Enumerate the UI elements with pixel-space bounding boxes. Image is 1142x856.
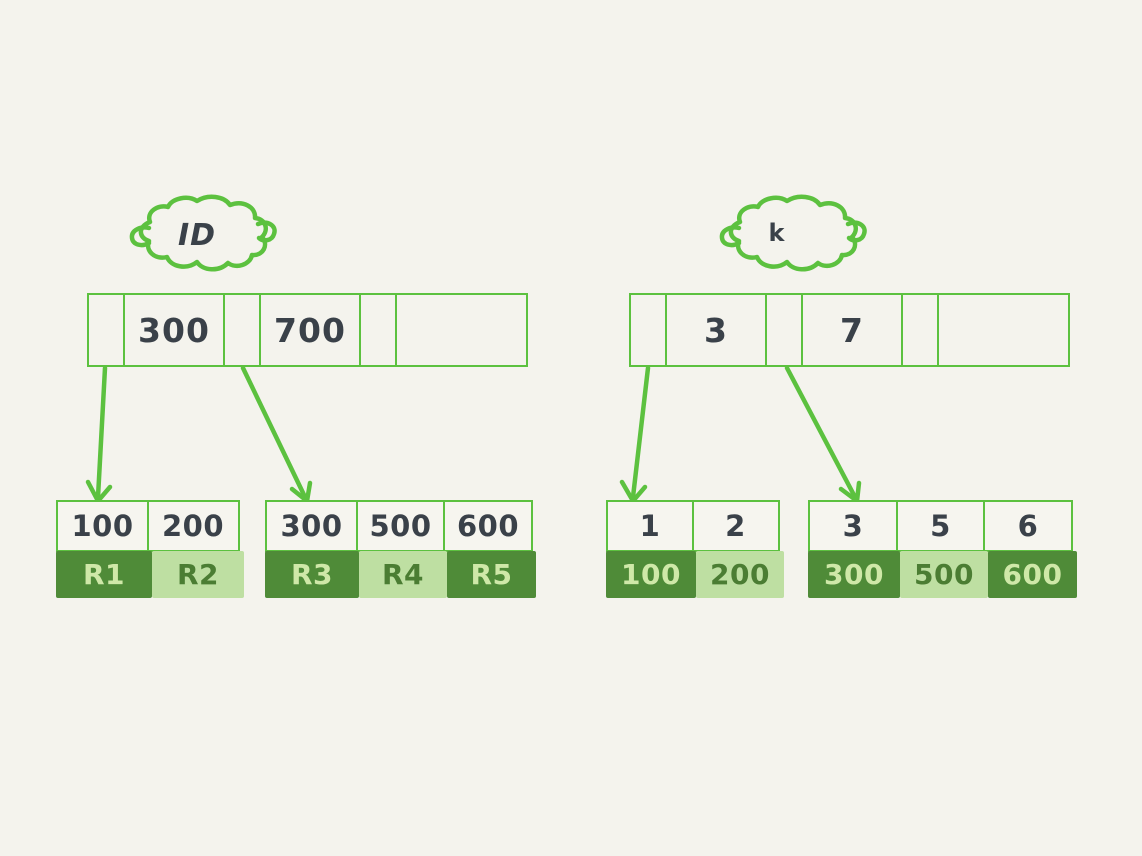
arrow-k-ptr1-head <box>619 479 648 504</box>
root-id-pointer-1[interactable] <box>223 293 261 367</box>
cloud-label-k: k <box>768 219 786 247</box>
leaf-k-1-value-1[interactable]: 200 <box>696 551 784 598</box>
leaf-k-2-values: 300 500 600 <box>808 551 1077 598</box>
leaf-k-1-key-0[interactable]: 1 <box>606 500 694 552</box>
leaf-id-2-values: R3 R4 R5 <box>265 551 536 598</box>
leaf-k-1-key-1[interactable]: 2 <box>691 500 780 552</box>
root-k-pointer-1[interactable] <box>765 293 803 367</box>
leaf-id-2-key-1[interactable]: 500 <box>355 500 446 552</box>
leaf-node-k-1[interactable]: 1 2 100 200 <box>606 500 784 598</box>
leaf-k-2-value-0[interactable]: 300 <box>808 551 900 598</box>
leaf-id-2-key-2[interactable]: 600 <box>443 500 533 552</box>
leaf-id-1-keys: 100 200 <box>56 500 244 552</box>
cloud-label-id: ID <box>177 218 217 253</box>
cloud-bump-id-right <box>255 220 277 243</box>
arrow-id-ptr1 <box>95 365 108 500</box>
leaf-id-2-value-0[interactable]: R3 <box>265 551 359 598</box>
leaf-node-k-2[interactable]: 3 5 6 300 500 600 <box>808 500 1077 598</box>
cloud-bump-k-right <box>845 220 867 243</box>
arrow-id-ptr1-head <box>85 479 113 504</box>
root-node-id[interactable]: 300 700 <box>87 293 528 367</box>
leaf-id-2-keys: 300 500 600 <box>265 500 536 552</box>
leaf-k-1-keys: 1 2 <box>606 500 784 552</box>
root-k-pointer-2[interactable] <box>901 293 939 367</box>
root-node-k[interactable]: 3 7 <box>629 293 1070 367</box>
arrow-id-ptr2-head <box>289 480 313 504</box>
root-id-key-0[interactable]: 300 <box>122 293 226 367</box>
leaf-node-id-1[interactable]: 100 200 R1 R2 <box>56 500 244 598</box>
leaf-id-1-value-0[interactable]: R1 <box>56 551 152 598</box>
leaf-k-2-keys: 3 5 6 <box>808 500 1077 552</box>
leaf-k-2-key-0[interactable]: 3 <box>808 500 898 552</box>
root-id-pointer-0[interactable] <box>87 293 125 367</box>
leaf-id-1-key-1[interactable]: 200 <box>146 500 240 552</box>
root-k-key-0[interactable]: 3 <box>664 293 768 367</box>
leaf-k-2-key-2[interactable]: 6 <box>983 500 1073 552</box>
leaf-id-2-value-1[interactable]: R4 <box>359 551 447 598</box>
leaf-id-2-key-0[interactable]: 300 <box>265 500 358 552</box>
arrow-k-ptr1 <box>630 365 651 500</box>
root-k-key-2-empty[interactable] <box>936 293 1070 367</box>
leaf-id-1-key-0[interactable]: 100 <box>56 500 149 552</box>
leaf-node-id-2[interactable]: 300 500 600 R3 R4 R5 <box>265 500 536 598</box>
leaf-k-1-values: 100 200 <box>606 551 784 598</box>
root-k-pointer-0[interactable] <box>629 293 667 367</box>
leaf-k-2-value-1[interactable]: 500 <box>900 551 988 598</box>
leaf-k-1-value-0[interactable]: 100 <box>606 551 696 598</box>
root-id-pointer-2[interactable] <box>359 293 397 367</box>
leaf-id-1-values: R1 R2 <box>56 551 244 598</box>
root-id-key-1[interactable]: 700 <box>258 293 362 367</box>
arrow-k-ptr2 <box>784 365 858 500</box>
root-id-key-2-empty[interactable] <box>394 293 528 367</box>
leaf-id-2-value-2[interactable]: R5 <box>447 551 536 598</box>
arrow-k-ptr2-head <box>838 480 862 504</box>
leaf-id-1-value-1[interactable]: R2 <box>152 551 244 598</box>
leaf-k-2-key-1[interactable]: 5 <box>895 500 986 552</box>
arrow-id-ptr2 <box>240 365 308 500</box>
leaf-k-2-value-2[interactable]: 600 <box>988 551 1077 598</box>
root-k-key-1[interactable]: 7 <box>800 293 904 367</box>
